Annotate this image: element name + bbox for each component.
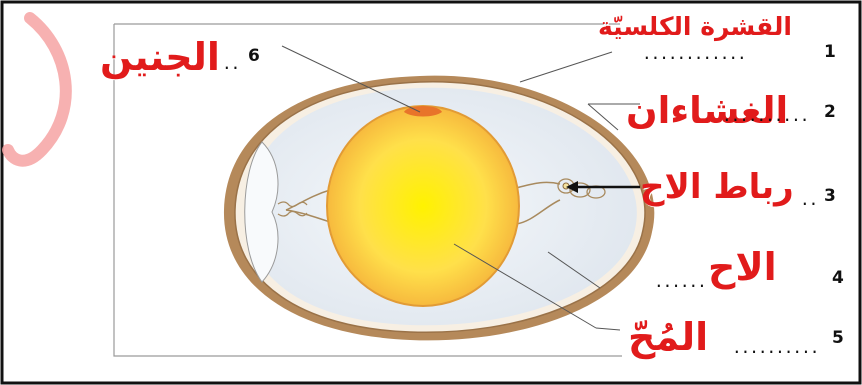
answer-6: الجنين — [100, 38, 220, 76]
dots-1: ............ — [642, 46, 746, 62]
dots-4: ...... — [654, 274, 706, 290]
label-number-4: 4 — [832, 270, 844, 287]
answer-1: القشرة الكلسيّة — [598, 14, 792, 39]
dots-5: .......... — [732, 340, 818, 356]
label-number-6: 6 — [248, 48, 260, 65]
answer-4: الاح — [708, 248, 777, 286]
label-number-1: 1 — [824, 44, 836, 61]
label-number-3: 3 — [824, 188, 836, 205]
decorative-arc — [8, 18, 66, 161]
answer-3: رباط الاح — [640, 170, 794, 204]
answer-5: المُحّ — [628, 318, 708, 356]
label-number-2: 2 — [824, 104, 836, 121]
dots-2: .......... — [722, 108, 808, 124]
label-number-5: 5 — [832, 330, 844, 347]
dots-6: .. — [222, 56, 239, 72]
dots-3: .. — [800, 192, 817, 208]
yolk — [327, 106, 519, 306]
